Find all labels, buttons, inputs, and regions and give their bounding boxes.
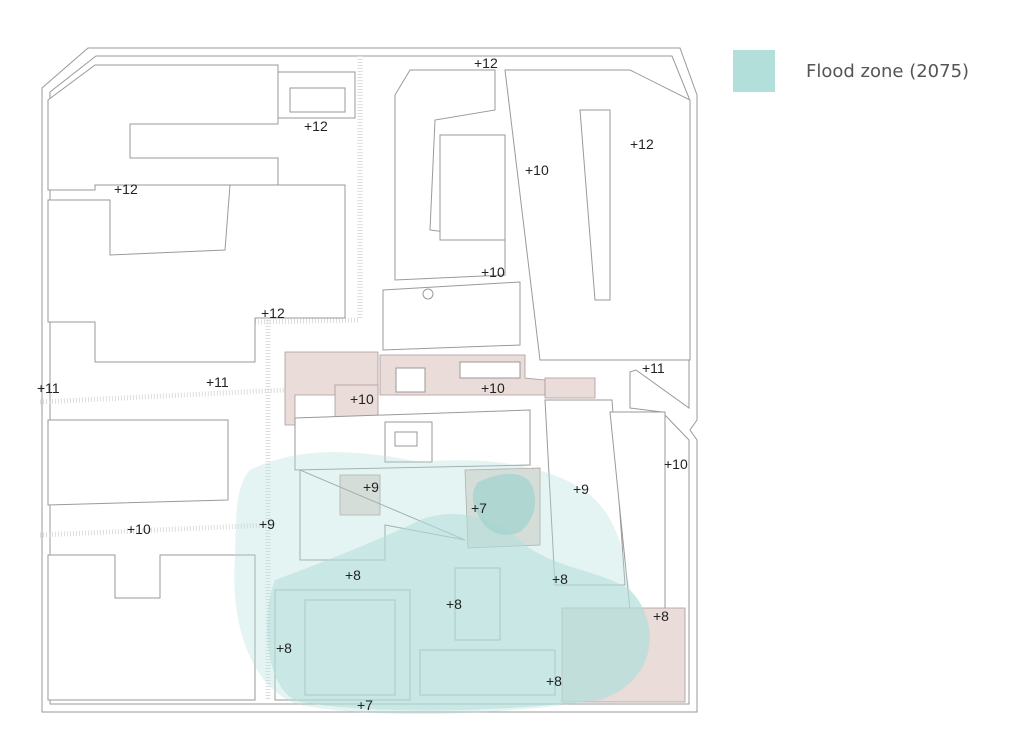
- elevation-label: +10: [127, 521, 151, 537]
- elevation-label: +12: [474, 55, 498, 71]
- elevation-label: +9: [363, 479, 379, 495]
- flood-zone-swatch: [733, 50, 775, 92]
- building-block: [47, 64, 279, 191]
- elevation-label: +8: [446, 596, 462, 612]
- legend: Flood zone (2075): [733, 50, 969, 92]
- legend-label: Flood zone (2075): [806, 60, 970, 82]
- elevation-label: +8: [276, 640, 292, 656]
- site-boundary: [41, 47, 698, 713]
- flood-zone-inner: [267, 514, 650, 711]
- elevation-label: +12: [114, 181, 138, 197]
- elevation-labels: +12 +12 +12 +10 +12 +10 +12 +11 +11 +11 …: [37, 55, 688, 713]
- elevation-label: +8: [552, 571, 568, 587]
- elevation-label: +12: [304, 118, 328, 134]
- elevation-label: +8: [653, 608, 669, 624]
- elevation-label: +10: [481, 264, 505, 280]
- elevation-label: +11: [642, 360, 665, 376]
- elevation-label: +10: [481, 380, 505, 396]
- elevation-label: +7: [471, 500, 487, 516]
- elevation-label: +12: [630, 136, 654, 152]
- paved-area: [284, 351, 379, 426]
- elevation-label: +9: [573, 481, 589, 497]
- elevation-label: +7: [357, 697, 373, 713]
- elevation-label: +11: [37, 380, 60, 396]
- elevation-label: +12: [261, 305, 285, 321]
- elevation-label: +10: [350, 391, 374, 407]
- elevation-label: +8: [345, 567, 361, 583]
- pond: [472, 473, 536, 535]
- elevation-label: +8: [546, 673, 562, 689]
- elevation-label: +9: [259, 516, 275, 532]
- elevation-label: +11: [206, 374, 229, 390]
- elevation-label: +10: [525, 162, 549, 178]
- elevation-label: +10: [664, 456, 688, 472]
